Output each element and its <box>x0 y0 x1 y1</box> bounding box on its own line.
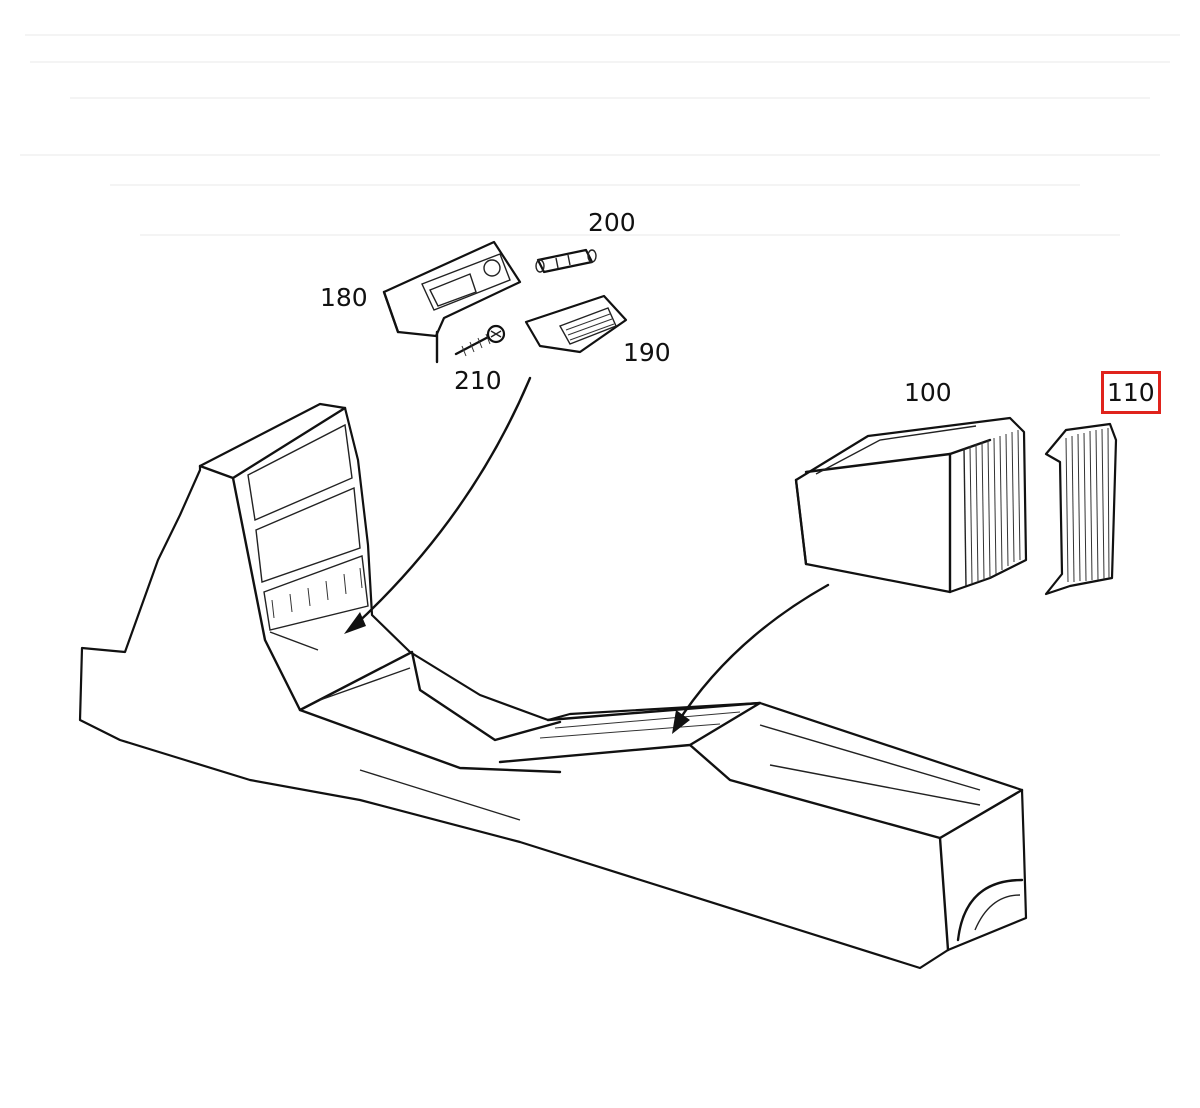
callout-210: 210 <box>454 366 502 395</box>
part-180-switch-housing <box>382 240 522 364</box>
scan-artifact-band <box>20 34 1180 236</box>
callout-100: 100 <box>904 378 952 407</box>
part-100-storage-box <box>794 416 1028 594</box>
part-190-tray <box>524 294 628 354</box>
assembly-arrow-lower <box>672 583 830 734</box>
callout-110-highlighted: 110 <box>1101 371 1161 414</box>
center-console <box>78 402 1028 970</box>
callout-190: 190 <box>623 338 671 367</box>
part-110-roller-cover <box>1044 422 1118 596</box>
callout-180: 180 <box>320 283 368 312</box>
part-210-screw <box>454 324 506 357</box>
assembly-arrow-upper <box>344 376 532 634</box>
part-200-bulb <box>535 248 597 274</box>
callout-200: 200 <box>588 208 636 237</box>
